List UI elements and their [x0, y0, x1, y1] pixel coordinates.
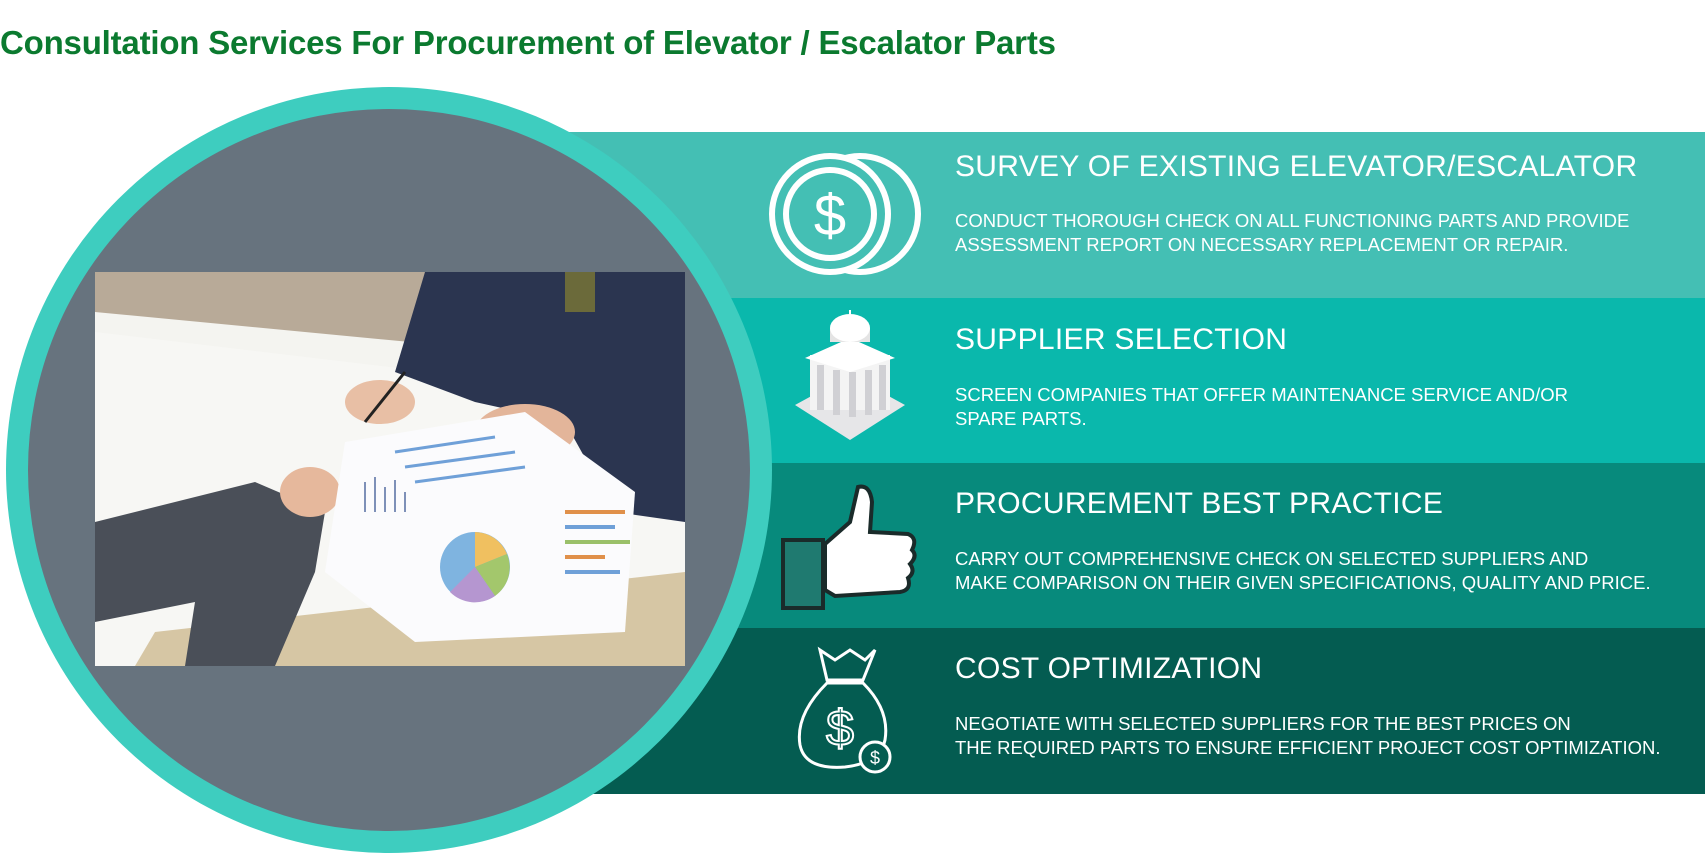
svg-text:$: $: [870, 748, 880, 768]
service-description-line: ASSESSMENT REPORT ON NECESSARY REPLACEME…: [955, 234, 1569, 255]
svg-text:$: $: [814, 183, 846, 248]
money-bag-icon: $ $: [765, 642, 935, 782]
service-description-line: NEGOTIATE WITH SELECTED SUPPLIERS FOR TH…: [955, 713, 1571, 734]
service-description-line: SPARE PARTS.: [955, 408, 1087, 429]
service-description-line: THE REQUIRED PARTS TO ENSURE EFFICIENT P…: [955, 737, 1661, 758]
service-heading: COST OPTIMIZATION: [955, 652, 1263, 685]
service-heading: PROCUREMENT BEST PRACTICE: [955, 487, 1444, 520]
service-description-line: MAKE COMPARISON ON THEIR GIVEN SPECIFICA…: [955, 572, 1651, 593]
meeting-photo: [95, 272, 685, 666]
service-heading: SUPPLIER SELECTION: [955, 323, 1288, 356]
service-description-line: SCREEN COMPANIES THAT OFFER MAINTENANCE …: [955, 384, 1568, 405]
service-band-cost: [560, 628, 1705, 794]
service-band-survey: [560, 132, 1705, 298]
building-icon: [765, 310, 935, 450]
svg-text:$: $: [826, 700, 854, 756]
service-description-line: CARRY OUT COMPREHENSIVE CHECK ON SELECTE…: [955, 548, 1589, 569]
coins-icon: $: [765, 144, 935, 284]
thumbs-up-icon: [765, 477, 935, 617]
service-description-line: CONDUCT THOROUGH CHECK ON ALL FUNCTIONIN…: [955, 210, 1630, 231]
service-heading: SURVEY OF EXISTING ELEVATOR/ESCALATOR: [955, 150, 1638, 183]
page-title: Consultation Services For Procurement of…: [0, 24, 1056, 61]
